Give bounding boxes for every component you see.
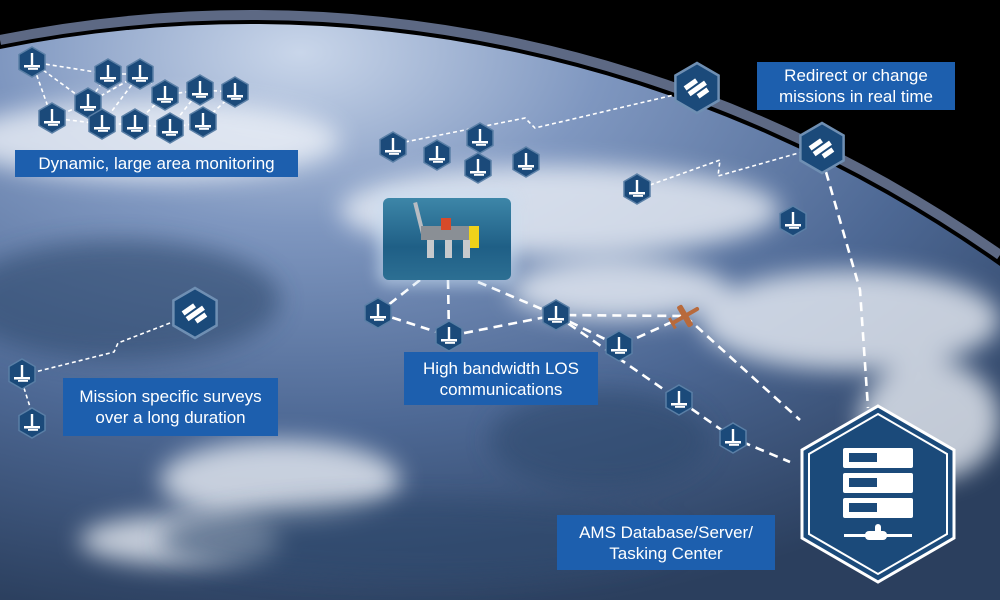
drone-node-icon[interactable]: [466, 122, 494, 154]
oil-platform-image: [383, 198, 511, 280]
satellite-hub-icon[interactable]: [674, 61, 720, 115]
drone-node-icon[interactable]: [512, 146, 540, 178]
aircraft-icon[interactable]: [665, 298, 705, 335]
satellite-hub-icon[interactable]: [799, 121, 845, 175]
drone-node-icon[interactable]: [18, 407, 46, 439]
label-ams-server: AMS Database/Server/ Tasking Center: [557, 515, 775, 570]
drone-node-icon[interactable]: [364, 297, 392, 329]
drone-node-icon[interactable]: [151, 79, 179, 111]
drone-node-icon[interactable]: [121, 108, 149, 140]
drone-node-icon[interactable]: [189, 106, 217, 138]
drone-node-icon[interactable]: [542, 299, 570, 331]
drone-node-icon[interactable]: [126, 58, 154, 90]
label-mission-surveys: Mission specific surveys over a long dur…: [63, 378, 278, 436]
drone-node-icon[interactable]: [186, 74, 214, 106]
label-redirect-missions: Redirect or change missions in real time: [757, 62, 955, 110]
drone-node-icon[interactable]: [435, 320, 463, 352]
drone-node-icon[interactable]: [88, 108, 116, 140]
drone-node-icon[interactable]: [779, 205, 807, 237]
label-large-area-monitoring: Dynamic, large area monitoring: [15, 150, 298, 177]
drone-node-icon[interactable]: [221, 76, 249, 108]
drone-node-icon[interactable]: [156, 112, 184, 144]
label-los-communications: High bandwidth LOS communications: [404, 352, 598, 405]
drone-node-icon[interactable]: [18, 46, 46, 78]
drone-node-icon[interactable]: [605, 330, 633, 362]
drone-node-icon[interactable]: [423, 139, 451, 171]
drone-node-icon[interactable]: [379, 131, 407, 163]
drone-node-icon[interactable]: [623, 173, 651, 205]
drone-node-icon[interactable]: [94, 58, 122, 90]
drone-node-icon[interactable]: [719, 422, 747, 454]
satellite-hub-icon[interactable]: [172, 286, 218, 340]
drone-node-icon[interactable]: [464, 152, 492, 184]
drone-node-icon[interactable]: [8, 358, 36, 390]
server-icon[interactable]: [800, 404, 956, 584]
drone-node-icon[interactable]: [38, 102, 66, 134]
drone-node-icon[interactable]: [665, 384, 693, 416]
